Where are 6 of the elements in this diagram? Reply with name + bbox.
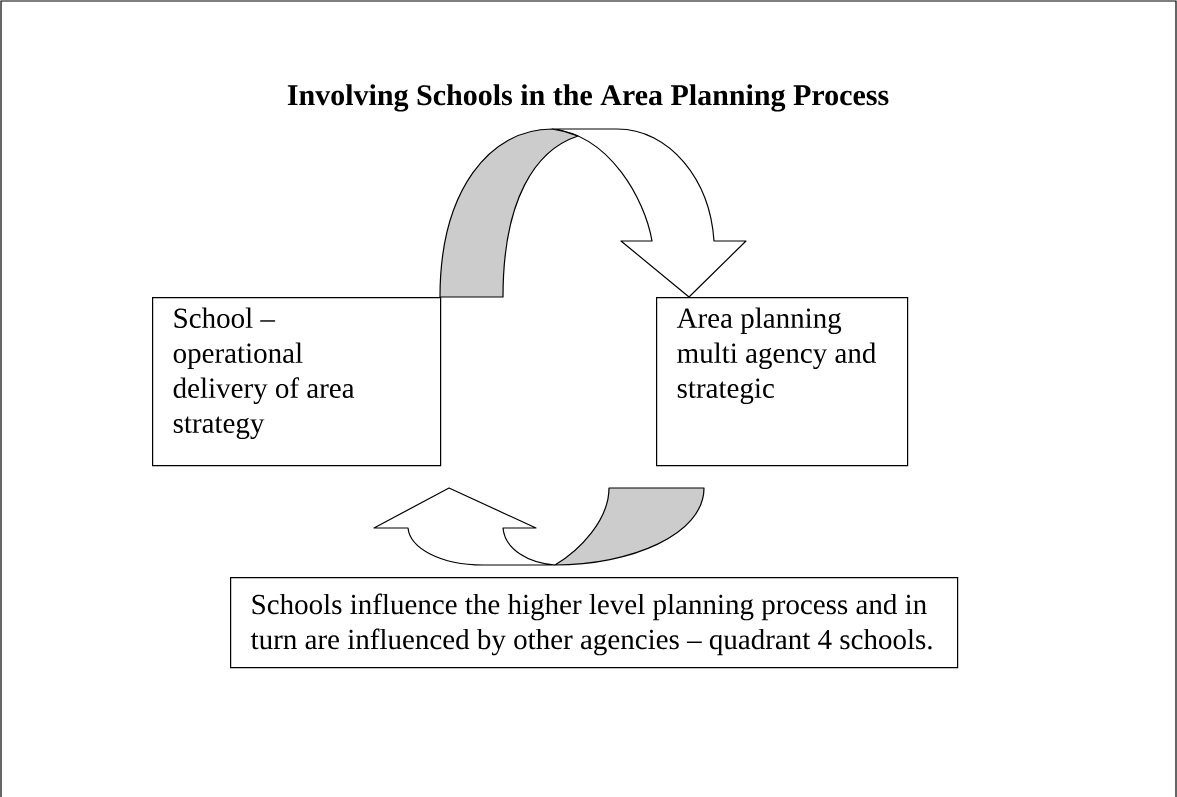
text-box: School – operational delivery of area strategy [152, 297, 442, 467]
curved-arrow [439, 128, 747, 298]
title: Involving Schools in the Area Planning Process [287, 84, 889, 112]
text-box: Area planning multi agency and strategic [656, 297, 909, 467]
text-box: Schools influence the higher level planning process and in turn are influenced by other agencies – quadrant 4 schools. [230, 577, 959, 669]
curved-arrow [373, 487, 705, 566]
